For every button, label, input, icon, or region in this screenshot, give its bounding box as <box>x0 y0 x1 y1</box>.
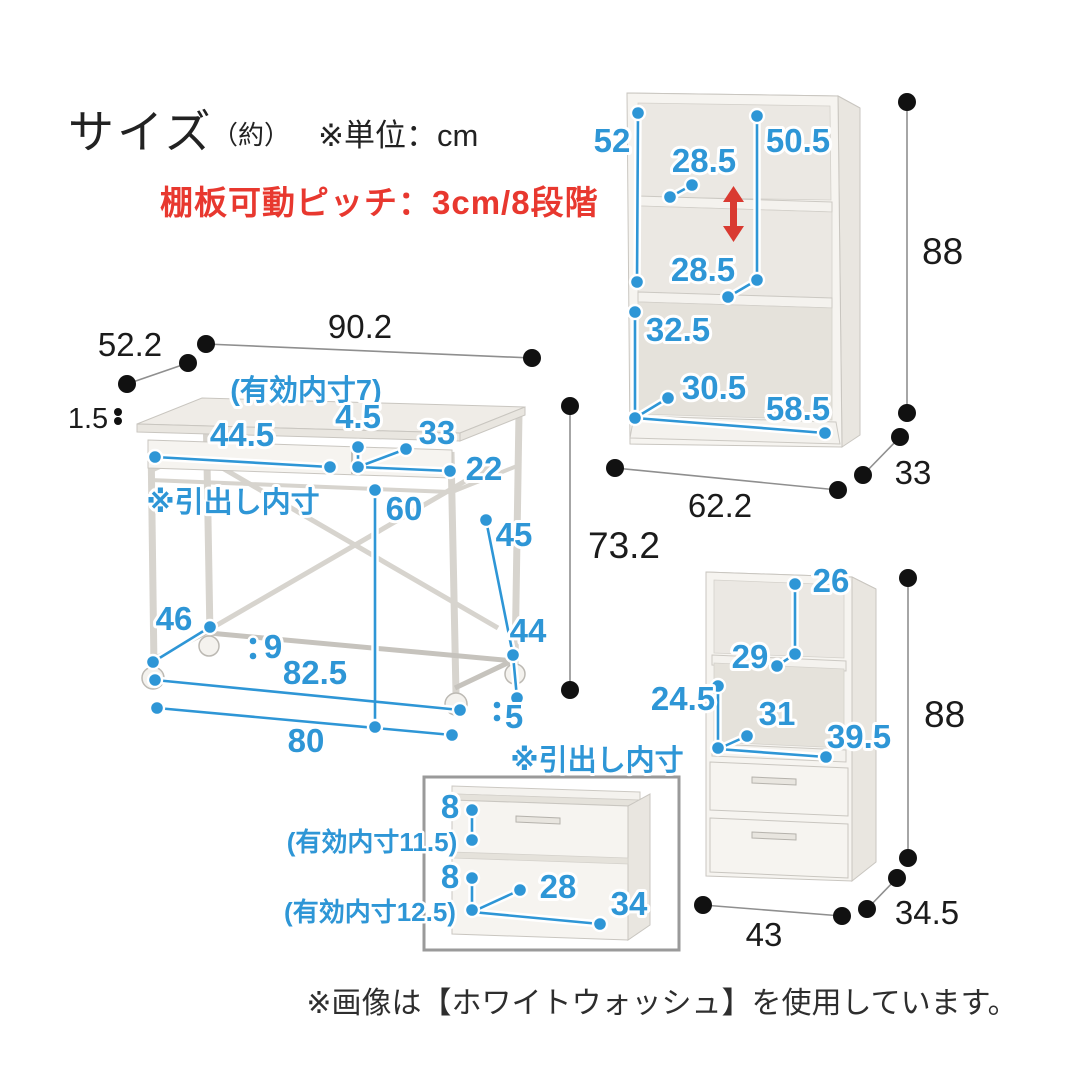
desk-right-rail-label: 44 <box>510 612 547 649</box>
drawer-detail-diagram <box>422 775 681 952</box>
cabinet-width-label: 43 <box>746 916 783 953</box>
cabinet-middle-inner-depth-label: 31 <box>759 695 796 732</box>
bookshelf-height-label: 88 <box>922 231 963 272</box>
desk-frame-height-label: 73.2 <box>588 525 660 566</box>
bookshelf-lower-inner-depth-label: 30.5 <box>682 369 746 406</box>
bookshelf-left-inner-height-label: 52 <box>594 122 631 159</box>
labels: サイズ （約） ※単位：cm 棚板可動ピッチ：3cm/8段階 90.2 52.2… <box>68 106 1018 1020</box>
cabinet-shelf-depth-label: 29 <box>732 638 769 675</box>
unit-note: ※単位：cm <box>318 118 478 153</box>
cabinet-drawer-1-handle <box>751 776 797 786</box>
desk-inner-rail-span-label: 82.5 <box>283 654 347 691</box>
detail-note: ※引出し内寸 <box>510 744 683 777</box>
detail-drawer-handle <box>515 815 561 825</box>
page-title: サイズ <box>68 106 214 158</box>
outer-dimension-lines <box>126 102 909 917</box>
desk-side-inner-height-label: 45 <box>496 516 533 553</box>
bookshelf-diagram <box>626 92 861 448</box>
desk-leg-back-right <box>511 412 523 665</box>
desk-top-clearance-note: (有効内寸7) <box>230 373 381 407</box>
desk-depth-label: 52.2 <box>98 326 162 363</box>
desk-diagram <box>136 397 526 716</box>
cabinet-drawer-2-handle <box>751 831 797 841</box>
outer-dimension-dots <box>114 93 917 925</box>
cabinet-middle-inner-height-label: 24.5 <box>651 680 715 717</box>
cabinet-top-inner-height-label: 26 <box>813 562 850 599</box>
cabinet-drawer-1 <box>709 761 849 817</box>
bookshelf-right-inner-height-label: 50.5 <box>766 122 830 159</box>
cabinet-depth-label: 34.5 <box>895 894 959 931</box>
cabinet-height-label: 88 <box>924 694 965 735</box>
cabinet-middle-compartment <box>713 662 845 749</box>
inner-dimension-dots <box>144 104 835 933</box>
desk-caster <box>198 635 220 657</box>
desk-drawer-inner-note: ※引出し内寸 <box>146 486 319 519</box>
desk-base-width-label: 80 <box>288 722 325 759</box>
cabinet-drawer-2 <box>709 817 849 879</box>
desk-tabletop-edge-right <box>459 406 526 442</box>
bookshelf-width-label: 62.2 <box>688 487 752 524</box>
desk-width-label: 90.2 <box>328 308 392 345</box>
bookshelf-lower-inner-height-label: 32.5 <box>646 311 710 348</box>
desk-drawer-right-width-label: 33 <box>419 414 456 451</box>
color-usage-note: ※画像は【ホワイトウォッシュ】を使用しています。 <box>306 987 1017 1020</box>
detail-upper-height-label: 8 <box>441 788 459 825</box>
desk-drawer-divider-label: 4.5 <box>335 398 381 435</box>
page-title-approx: （約） <box>212 120 290 150</box>
cabinet-middle-inner-width-label: 39.5 <box>827 718 891 755</box>
desk-leg-front-left <box>147 440 158 669</box>
desk-drawer-left-width-label: 44.5 <box>210 416 274 453</box>
desk-top-thickness-label: 1.5 <box>68 403 108 435</box>
detail-lower-height-label: 8 <box>441 858 459 895</box>
desk-left-rail-label: 46 <box>156 600 193 637</box>
bookshelf-middle-shelf-depth-label: 28.5 <box>671 251 735 288</box>
detail-lower-inner-note: (有効内寸12.5) <box>284 897 456 927</box>
detail-inner-width-label: 34 <box>611 885 648 922</box>
bookshelf-upper-shelf-depth-label: 28.5 <box>672 142 736 179</box>
detail-inner-depth-label: 28 <box>540 868 577 905</box>
shelf-adjust-arrow-icon <box>723 186 744 242</box>
bookshelf-depth-label: 33 <box>895 454 932 491</box>
desk-drawer-depth-label: 22 <box>466 450 503 487</box>
desk-rail-gap-label: 9 <box>264 628 282 665</box>
shelf-pitch-note: 棚板可動ピッチ：3cm/8段階 <box>160 184 599 221</box>
desk-caster-height-label: 5 <box>505 698 523 735</box>
desk-inner-width-label: 60 <box>386 490 423 527</box>
desk-cross-brace <box>210 459 500 631</box>
detail-upper-inner-note: (有効内寸11.5) <box>287 827 458 857</box>
bookshelf-lower-inner-width-label: 58.5 <box>766 390 830 427</box>
detail-drawer-divider <box>451 851 629 865</box>
